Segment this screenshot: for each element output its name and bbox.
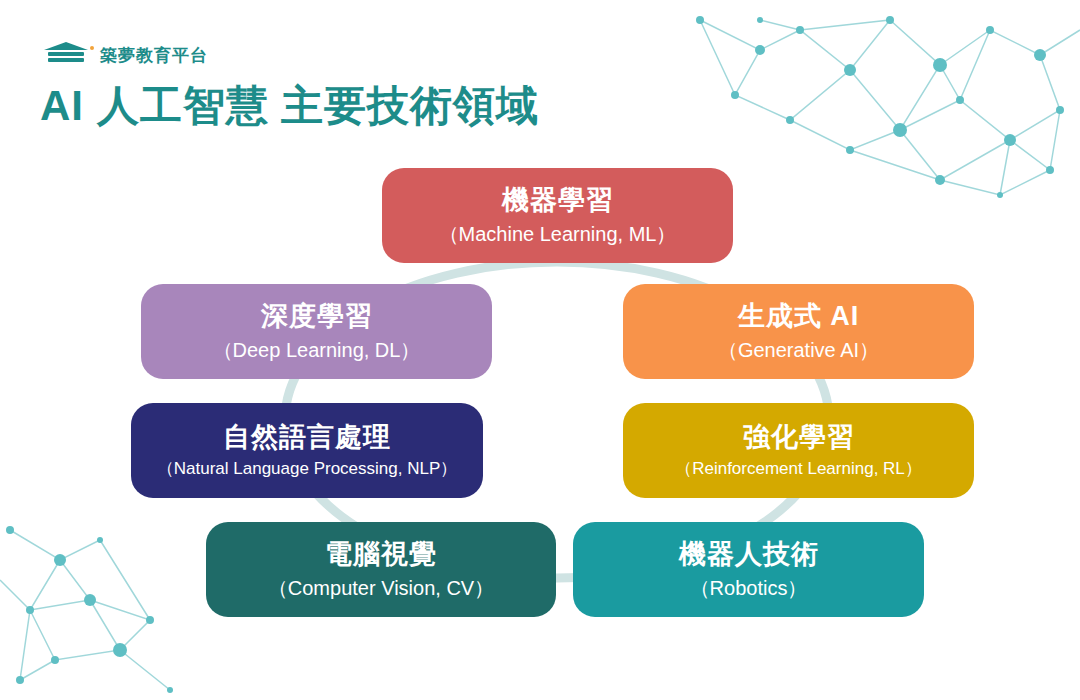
topic-heading: 深度學習	[261, 300, 373, 334]
topic-heading: 生成式 AI	[738, 300, 860, 334]
topic-heading: 機器人技術	[679, 538, 819, 572]
topic-heading: 機器學習	[502, 184, 614, 218]
topic-box: 自然語言處理 （Natural Language Processing, NLP）	[131, 403, 483, 498]
topic-heading: 強化學習	[743, 421, 855, 455]
topic-subtitle: （Generative AI）	[718, 337, 879, 363]
topic-heading: 電腦視覺	[325, 538, 437, 572]
page-title: AI 人工智慧 主要技術領域	[40, 78, 539, 134]
topic-subtitle: （Natural Language Processing, NLP）	[157, 458, 458, 480]
logo-icon	[44, 42, 94, 62]
topic-box: 電腦視覺 （Computer Vision, CV）	[206, 522, 556, 617]
network-dots	[6, 16, 1064, 693]
topic-subtitle: （Robotics）	[690, 575, 808, 601]
topic-box: 深度學習 （Deep Learning, DL）	[141, 284, 492, 379]
brand-name: 築夢教育平台	[100, 44, 208, 67]
topic-subtitle: （Deep Learning, DL）	[213, 337, 421, 363]
topic-subtitle: （Reinforcement Learning, RL）	[675, 458, 922, 480]
network-decoration	[0, 20, 1080, 690]
topic-box: 機器學習 （Machine Learning, ML）	[382, 168, 733, 263]
topic-box: 生成式 AI （Generative AI）	[623, 284, 974, 379]
topic-heading: 自然語言處理	[223, 421, 391, 455]
topic-box: 強化學習 （Reinforcement Learning, RL）	[623, 403, 974, 498]
topic-subtitle: （Machine Learning, ML）	[439, 221, 677, 247]
topic-box: 機器人技術 （Robotics）	[573, 522, 924, 617]
topic-subtitle: （Computer Vision, CV）	[268, 575, 494, 601]
